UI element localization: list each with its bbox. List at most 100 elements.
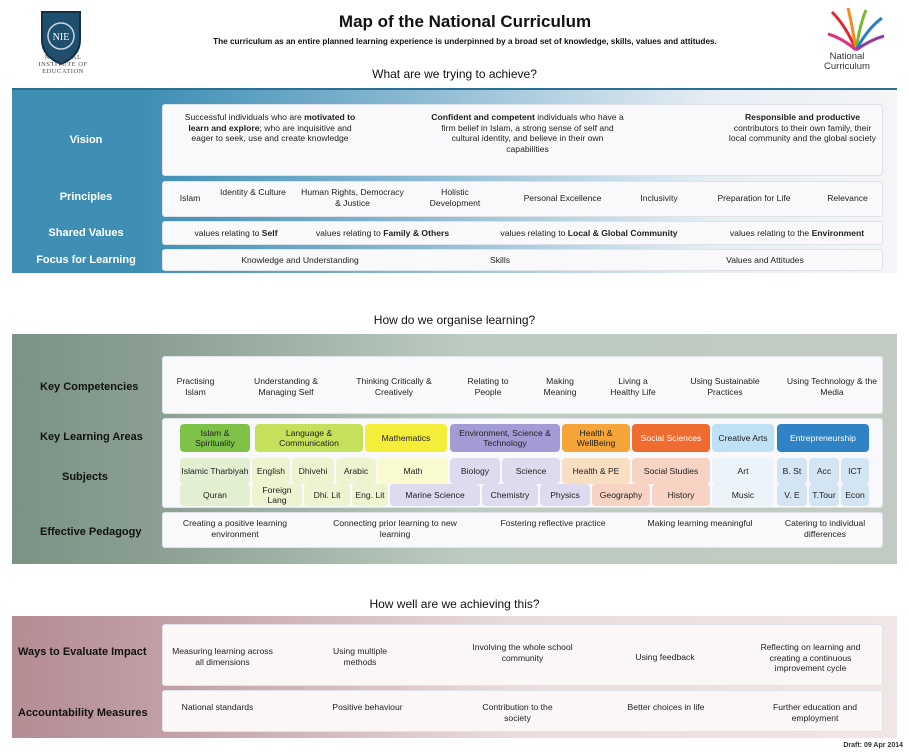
kla-chip: Environment, Science & Technology	[450, 424, 560, 452]
principle-item: Preparation for Life	[717, 193, 791, 203]
accountability-item: Better choices in life	[627, 702, 705, 712]
accountability-label: Accountability Measures	[18, 707, 148, 719]
subject-chip: V. E	[777, 484, 807, 506]
principles-panel	[162, 181, 883, 217]
kla-chip: Language & Communication	[255, 424, 363, 452]
competency-item: Making Meaning	[543, 376, 577, 397]
principle-item: Personal Excellence	[523, 193, 602, 203]
competencies-label: Key Competencies	[40, 381, 139, 393]
nie-logo-text: NIE	[53, 32, 70, 43]
subject-chip: Dhivehi	[292, 458, 334, 484]
subject-chip: ICT	[841, 458, 869, 484]
page-subtitle: The curriculum as an entire planned lear…	[213, 37, 717, 46]
vision-label: Vision	[69, 134, 103, 146]
principle-item: Islam	[179, 193, 201, 203]
subject-chip: Acc	[809, 458, 839, 484]
subject-chip: Econ	[841, 484, 869, 506]
pedagogy-panel	[162, 512, 883, 548]
competency-item: Living a Healthy Life	[610, 376, 656, 397]
accountability-item: National standards	[181, 702, 254, 712]
principles-label: Principles	[59, 191, 113, 203]
evaluate-label: Ways to Evaluate Impact	[18, 646, 147, 658]
subject-chip: Marine Science	[390, 484, 480, 506]
vision-statement: Successful individuals who are motivated…	[184, 112, 356, 143]
evaluate-panel	[162, 624, 883, 686]
subject-chip: Chemistry	[482, 484, 538, 506]
shared-values-panel	[162, 221, 883, 245]
subject-chip: Physics	[540, 484, 590, 506]
wordmark-line: Curriculum	[824, 61, 870, 72]
focus-item: Values and Attitudes	[726, 255, 804, 265]
subject-chip: English	[252, 458, 290, 484]
subject-chip: Islamic Tharbiyah	[180, 458, 250, 484]
kla-chip: Social Sciences	[632, 424, 710, 452]
nie-name-line: INSTITUTE OF	[38, 61, 88, 68]
focus-label: Focus for Learning	[36, 254, 136, 266]
subject-chip: T.Tour	[809, 484, 839, 506]
subject-chip: Eng. Lit	[352, 484, 388, 506]
subject-chip: Foreign Lang	[252, 484, 302, 506]
subject-chip: Biology	[450, 458, 500, 484]
principle-item: Holistic Development	[429, 187, 481, 208]
competency-item: Practising Islam	[176, 376, 215, 397]
page-title: Map of the National Curriculum	[338, 12, 592, 31]
accountability-item: Further education and employment	[772, 702, 858, 723]
vision-statement: Responsible and productive contributors …	[728, 112, 877, 143]
evaluate-item: Reflecting on learning and creating a co…	[760, 642, 861, 673]
subject-chip: B. St	[777, 458, 807, 484]
competency-item: Thinking Critically & Creatively	[356, 376, 432, 397]
nie-name-line: NATIONAL	[44, 54, 82, 61]
competencies-panel	[162, 356, 883, 414]
shared-value-item: values relating to Self	[194, 228, 278, 238]
subject-chip: Health & PE	[562, 458, 630, 484]
principle-item: Identity & Culture	[220, 187, 286, 197]
accountability-item: Positive behaviour	[332, 702, 403, 712]
competency-item: Understanding & Managing Self	[253, 376, 319, 397]
subject-chip: Arabic	[336, 458, 376, 484]
subject-chip: Art	[712, 458, 774, 484]
question-organise: How do we organise learning?	[373, 313, 536, 327]
pedagogy-item: Making learning meaningful	[647, 518, 753, 528]
draft-date: Draft: 09 Apr 2014	[843, 742, 903, 749]
vision-statement: Confident and competent individuals who …	[431, 112, 624, 154]
focus-item: Skills	[489, 255, 511, 265]
accountability-panel	[162, 690, 883, 732]
wordmark-line: National	[829, 51, 865, 62]
principle-item: Inclusivity	[640, 193, 678, 203]
principle-item: Human Rights, Democracy & Justice	[301, 187, 404, 208]
kla-label: Key Learning Areas	[40, 431, 143, 443]
kla-chip: Creative Arts	[712, 424, 774, 452]
shared-value-item: values relating to Family & Others	[315, 228, 450, 238]
shared-value-item: values relating to the Environment	[729, 228, 865, 238]
competency-item: Using Technology & the Media	[786, 376, 878, 397]
question-achieve: What are we trying to achieve?	[372, 67, 537, 81]
shared-value-item: values relating to Local & Global Commun…	[500, 228, 678, 238]
kla-chip: Islam & Spirituality	[180, 424, 250, 452]
pedagogy-item: Fostering reflective practice	[500, 518, 606, 528]
subject-chip: Dhi. Lit	[304, 484, 350, 506]
subject-chip: Math	[378, 458, 448, 484]
evaluate-item: Measuring learning across all dimensions	[172, 646, 273, 667]
competency-item: Using Sustainable Practices	[690, 376, 760, 397]
question-achieving: How well are we achieving this?	[369, 597, 540, 611]
focus-item: Knowledge and Understanding	[241, 255, 359, 265]
pedagogy-item: Creating a positive learning environment	[182, 518, 288, 539]
nie-name-line: EDUCATION	[42, 68, 84, 75]
subjects-label: Subjects	[62, 471, 108, 483]
pedagogy-label: Effective Pedagogy	[40, 526, 142, 538]
nie-logo: NIE	[30, 6, 92, 68]
subject-chip: History	[652, 484, 710, 506]
subject-chip: Social Studies	[632, 458, 710, 484]
accountability-item: Contribution to the society	[482, 702, 553, 723]
subject-chip: Science	[502, 458, 560, 484]
national-curriculum-logo	[826, 6, 886, 54]
vision-panel	[162, 104, 883, 176]
kla-chip: Mathematics	[365, 424, 447, 452]
subject-chip: Music	[712, 484, 774, 506]
subject-chip: Quran	[180, 484, 250, 506]
nie-name: NATIONAL INSTITUTE OF EDUCATION	[8, 54, 118, 75]
principle-item: Relevance	[827, 193, 868, 203]
pedagogy-item: Connecting prior learning to new learnin…	[333, 518, 457, 539]
focus-panel	[162, 249, 883, 271]
kla-chip: Entrepreneurship	[777, 424, 869, 452]
